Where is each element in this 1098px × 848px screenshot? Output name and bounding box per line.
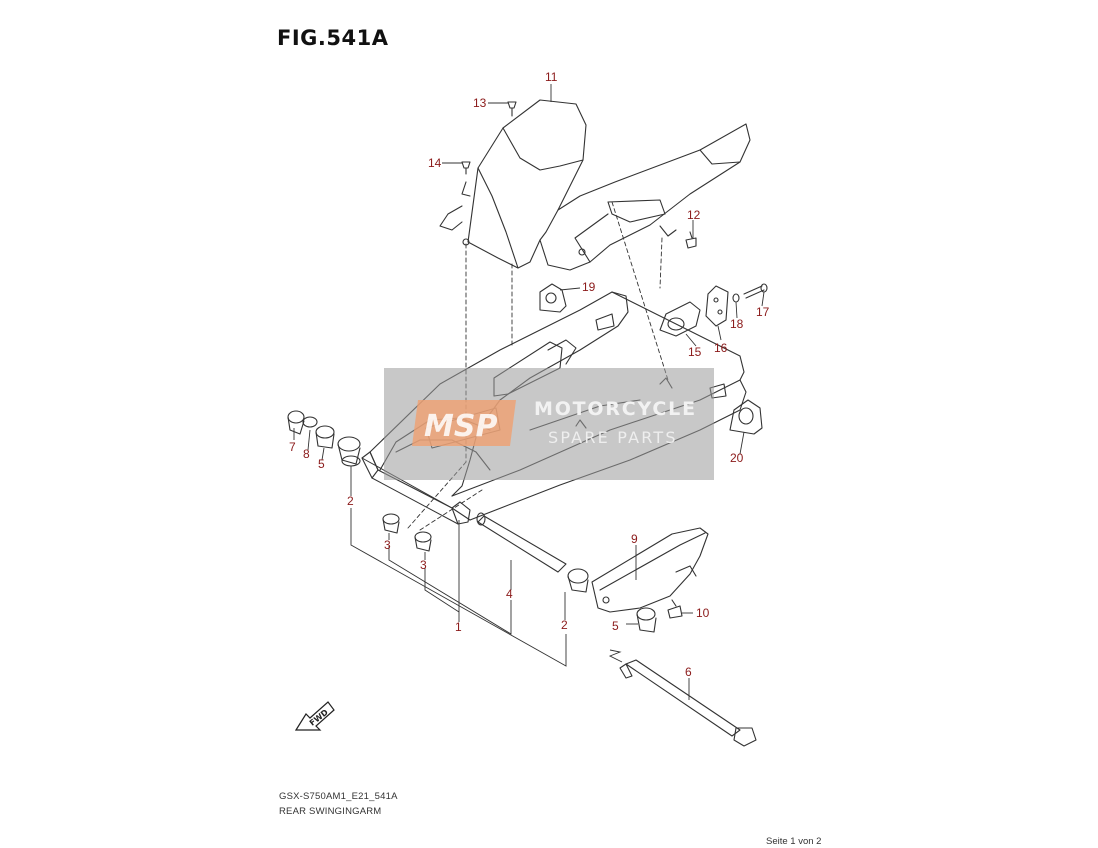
callout-label: 6 bbox=[685, 665, 692, 679]
callout-labels: 11 13 14 12 19 17 18 16 15 7 8 5 20 2 3 … bbox=[289, 70, 770, 679]
bolt-10-part bbox=[667, 599, 683, 619]
callout-label: 4 bbox=[506, 587, 513, 601]
callout-label: 8 bbox=[303, 447, 310, 461]
page-indicator: Seite 1 von 2 bbox=[766, 836, 822, 847]
callout-label: 17 bbox=[756, 305, 770, 319]
callout-label: 3 bbox=[420, 558, 427, 572]
bracket-20-part bbox=[729, 399, 763, 435]
watermark-line2: SPARE PARTS bbox=[548, 428, 678, 447]
callout-label: 14 bbox=[428, 156, 442, 170]
callout-label: 5 bbox=[318, 457, 325, 471]
callout-label: 20 bbox=[730, 451, 744, 465]
callout-label: 10 bbox=[696, 606, 710, 620]
alignment-lines bbox=[407, 201, 669, 531]
watermark-line1: MOTORCYCLE bbox=[534, 398, 697, 420]
pivot-shaft-part bbox=[619, 659, 757, 747]
watermark-overlay: MSP bbox=[384, 368, 714, 480]
figure-title: FIG.541A bbox=[277, 26, 389, 50]
callout-label: 2 bbox=[561, 618, 568, 632]
callout-label: 9 bbox=[631, 532, 638, 546]
callout-label: 16 bbox=[714, 341, 728, 355]
callout-label: 18 bbox=[730, 317, 744, 331]
callout-label: 12 bbox=[687, 208, 701, 222]
callout-label: 1 bbox=[455, 620, 462, 634]
callout-label: 19 bbox=[582, 280, 596, 294]
chain-slider-part bbox=[591, 527, 709, 613]
callout-label: 13 bbox=[473, 96, 487, 110]
needle-bearing-right bbox=[567, 568, 589, 593]
spacer-5-part bbox=[636, 607, 657, 633]
model-code: GSX-S750AM1_E21_541A bbox=[279, 791, 398, 802]
bracket-19-part bbox=[539, 283, 567, 313]
adjuster-plate bbox=[705, 285, 729, 327]
bolt-14-part bbox=[461, 161, 471, 175]
left-bushings bbox=[287, 410, 335, 449]
bearing-3-a bbox=[382, 513, 400, 534]
bolt-13-part bbox=[507, 101, 517, 117]
callout-label: 11 bbox=[545, 70, 558, 84]
adjuster-block bbox=[659, 301, 701, 337]
callout-label: 7 bbox=[289, 440, 296, 454]
chain-guard-part bbox=[439, 99, 751, 271]
callout-label: 3 bbox=[384, 538, 391, 552]
watermark-logo-shape bbox=[412, 400, 516, 446]
needle-bearing-left bbox=[337, 436, 361, 467]
bearing-3-b bbox=[414, 531, 432, 552]
watermark-logo-text: MSP bbox=[424, 409, 497, 444]
fwd-direction-arrow: FWD bbox=[294, 701, 335, 731]
callout-label: 2 bbox=[347, 494, 354, 508]
bolt-12-part bbox=[685, 231, 697, 249]
callout-label: 15 bbox=[688, 345, 702, 359]
spacer-pipe bbox=[476, 512, 567, 573]
leader-lines bbox=[293, 84, 765, 700]
callout-label: 5 bbox=[612, 619, 619, 633]
washer-part bbox=[732, 293, 740, 303]
section-name: REAR SWINGINGARM bbox=[279, 806, 382, 817]
